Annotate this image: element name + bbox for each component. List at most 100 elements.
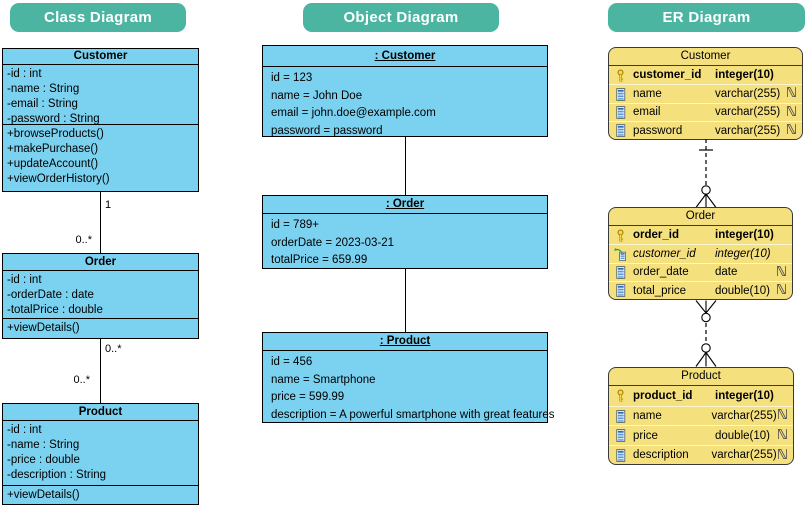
class-order-operations: +viewDetails() — [3, 319, 198, 336]
entity-product-title: Product — [609, 368, 793, 386]
column-icon — [614, 284, 627, 298]
column-icon — [614, 106, 627, 119]
nullable-icon: ℕ — [775, 282, 787, 299]
nullable-icon: ℕ — [775, 263, 787, 280]
class-attribute: -price : double — [7, 454, 80, 466]
object-diagram-title-badge: Object Diagram — [303, 3, 499, 32]
class-attribute: -id : int — [7, 274, 42, 286]
er-column-name: order_id — [633, 229, 680, 242]
er-column-name: customer_id — [633, 69, 702, 82]
entity-product: Product product_id integer(10) name varc… — [608, 367, 794, 465]
er-column-row: password varchar(255) ℕ — [609, 121, 802, 139]
class-customer-attributes: -id : int -name : String -email : String… — [3, 65, 198, 125]
er-relationship-customer-order — [695, 139, 717, 208]
er-column-row: order_id integer(10) — [609, 226, 792, 244]
nullable-icon: ℕ — [776, 446, 788, 463]
class-attribute: -orderDate : date — [7, 289, 94, 301]
class-attribute: -description : String — [7, 469, 107, 481]
column-icon — [614, 429, 627, 442]
er-column-type: integer(10) — [715, 248, 771, 261]
er-column-type: varchar(255) — [715, 106, 781, 119]
er-column-type: integer(10) — [715, 69, 774, 82]
entity-customer-title: Customer — [609, 48, 802, 66]
class-attribute: -totalPrice : double — [7, 304, 103, 316]
class-attribute: -email : String — [7, 98, 78, 110]
class-operation: +browseProducts() — [7, 128, 104, 140]
multiplicity-label: 1 — [105, 199, 112, 211]
class-operation: +viewDetails() — [7, 489, 80, 501]
er-column-type: double(10) — [715, 284, 770, 297]
multiplicity-label: 0..* — [105, 343, 122, 355]
object-slot: id = 789+ — [271, 219, 319, 231]
er-column-name: product_id — [633, 389, 693, 402]
class-operation: +updateAccount() — [7, 158, 99, 170]
object-customer-title: : Customer — [263, 46, 547, 67]
er-column-name: total_price — [633, 284, 687, 297]
column-icon — [614, 409, 627, 423]
er-column-name: order_date — [633, 266, 689, 279]
object-product-title: : Product — [263, 333, 547, 351]
er-column-row: product_id integer(10) — [609, 386, 793, 406]
er-column-row: total_price double(10) ℕ — [609, 281, 792, 299]
object-slot: totalPrice = 659.99 — [271, 254, 368, 267]
er-column-row: name varchar(255) ℕ — [609, 84, 802, 102]
er-column-name: price — [633, 429, 658, 442]
foreign-key-icon — [614, 247, 627, 261]
primary-key-icon — [614, 69, 627, 82]
er-column-type: double(10) — [715, 429, 770, 442]
class-attribute: -id : int — [7, 424, 42, 436]
er-column-row: order_date date ℕ — [609, 262, 792, 281]
object-slot: name = Smartphone — [271, 373, 376, 386]
class-product: Product -id : int -name : String -price … — [2, 403, 199, 505]
nullable-icon: ℕ — [776, 426, 788, 443]
er-column-name: email — [633, 106, 661, 119]
er-column-name: password — [633, 124, 683, 137]
er-column-row: price double(10) ℕ — [609, 425, 793, 445]
object-product-slots: id = 456 name = Smartphone price = 599.9… — [263, 351, 555, 424]
object-order-slots: id = 789+ orderDate = 2023-03-21 totalPr… — [263, 214, 547, 270]
nullable-icon: ℕ — [785, 122, 797, 139]
er-column-type: date — [715, 266, 738, 279]
column-icon — [614, 266, 627, 279]
er-column-type: varchar(255) — [711, 449, 777, 462]
er-column-type: varchar(255) — [711, 410, 777, 423]
object-slot: id = 456 — [271, 356, 313, 368]
er-diagram-title-badge: ER Diagram — [608, 3, 805, 32]
column-icon — [614, 449, 627, 462]
class-order-attributes: -id : int -orderDate : date -totalPrice … — [3, 271, 198, 319]
class-attribute: -name : String — [7, 439, 80, 451]
class-attribute: -password : String — [7, 113, 100, 125]
er-column-type: integer(10) — [715, 229, 774, 242]
object-product: : Product id = 456 name = Smartphone pri… — [262, 332, 555, 424]
association-customer-order — [100, 192, 101, 253]
er-column-name: name — [633, 88, 662, 101]
class-diagram-title-badge: Class Diagram — [10, 3, 186, 32]
entity-customer: Customer customer_id integer(10) name va… — [608, 47, 803, 140]
entity-order: Order order_id integer(10) customer_id i… — [608, 207, 793, 300]
er-column-row: email varchar(255) ℕ — [609, 102, 802, 121]
object-slot: price = 599.99 — [271, 391, 345, 404]
link-order-product — [405, 269, 406, 332]
object-order: : Order id = 789+ orderDate = 2023-03-21… — [262, 195, 548, 269]
nullable-icon: ℕ — [785, 85, 797, 102]
entity-order-title: Order — [609, 208, 792, 226]
object-slot: email = john.doe@example.com — [271, 107, 436, 120]
class-product-operations: +viewDetails() — [3, 486, 198, 503]
association-order-product — [100, 339, 101, 403]
class-product-attributes: -id : int -name : String -price : double… — [3, 421, 198, 486]
nullable-icon: ℕ — [785, 103, 797, 120]
class-attribute: -id : int — [7, 68, 42, 80]
object-slot: id = 123 — [271, 72, 313, 84]
er-column-row: customer_id integer(10) — [609, 244, 792, 262]
nullable-icon: ℕ — [776, 407, 788, 424]
primary-key-icon — [614, 229, 627, 242]
class-order: Order -id : int -orderDate : date -total… — [2, 253, 199, 339]
class-customer: Customer -id : int -name : String -email… — [2, 48, 199, 192]
class-order-title: Order — [3, 254, 198, 271]
object-customer: : Customer id = 123 name = John Doe emai… — [262, 45, 548, 137]
multiplicity-label: 0..* — [73, 374, 90, 386]
object-order-title: : Order — [263, 196, 547, 214]
object-slot: name = John Doe — [271, 89, 363, 102]
class-operation: +viewOrderHistory() — [7, 173, 110, 185]
